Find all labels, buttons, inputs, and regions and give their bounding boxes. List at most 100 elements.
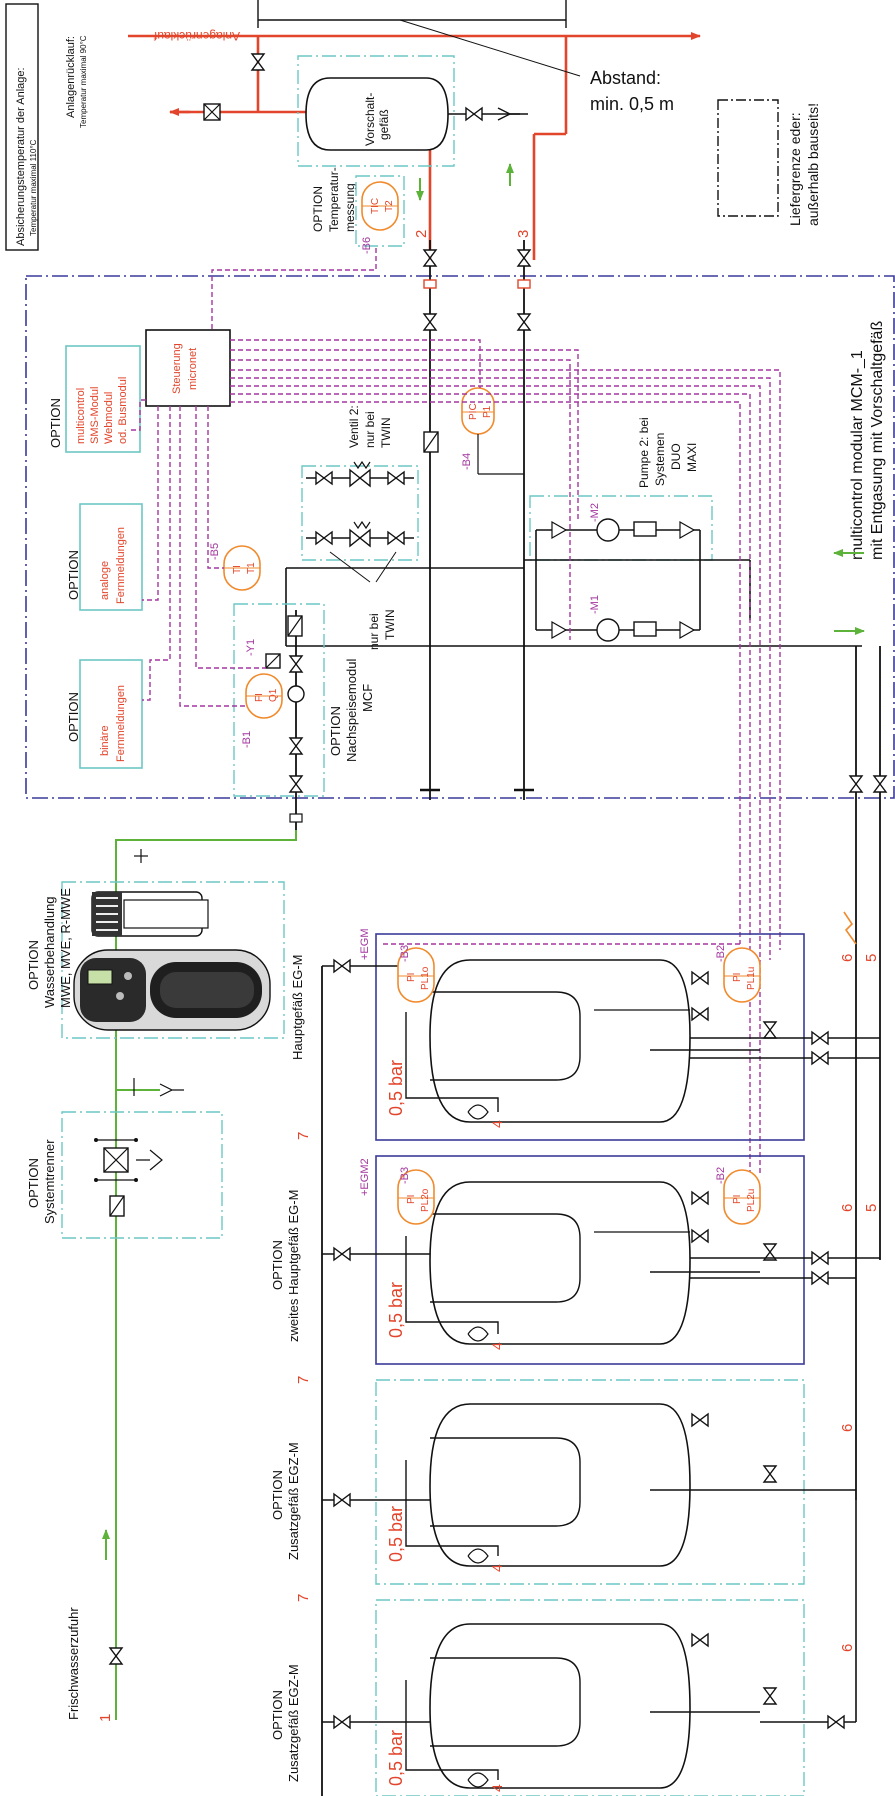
pumpe-line2: Systemen (653, 433, 667, 486)
mc-line2: SMS-Modul (89, 387, 101, 444)
vessel2-egm2-tag: +EGM2 (359, 1158, 371, 1196)
vessel4-line4: 4 (489, 1784, 505, 1792)
absicherung-title: Absicherungstemperatur der Anlage: (15, 67, 27, 246)
q1-tag: Q1 (268, 688, 279, 702)
vessel1-line7: 7 (295, 1132, 312, 1140)
separator-option-label: OPTION (26, 1158, 41, 1208)
vessel3-line7: 7 (295, 1594, 312, 1602)
binary-signals-option: OPTION binäre Fernmeldungen (66, 659, 143, 769)
vessel3-name: Zusatzgefäß EGZ-M (286, 1442, 301, 1560)
tic-tag: TIC (370, 198, 381, 214)
pre-vessel: Vorschalt- gefäß (297, 55, 528, 201)
pumpe-line1: Pumpe 2: bei (637, 417, 651, 488)
additional-vessel-2: 0,5 bar 4 6 OPTION Zusatzgefäß EGZ-M (270, 1500, 857, 1796)
twin-valve-b1-icon (315, 531, 333, 545)
b4-tag: -B4 (461, 453, 473, 470)
absicherung-sub: Temperatur maximal 110°C (29, 139, 38, 236)
vessel2-name: zweites Hauptgefäß EG-M (286, 1190, 301, 1342)
fresh-water-line: 1 Frischwasserzufuhr (66, 813, 303, 1722)
vessel2-pressure: 0,5 bar (386, 1282, 406, 1338)
mc-line1: multicontrol (75, 388, 87, 444)
additional-vessel-1: 0,5 bar 4 6 OPTION Zusatzgefäß EGZ-M 7 (270, 1379, 856, 1602)
analog-option-label: OPTION (66, 550, 81, 600)
steuerung-label: Steuerung (171, 343, 183, 394)
valve-line3-icon (517, 313, 531, 331)
vessel1-header-valve-b-icon (811, 1051, 829, 1065)
twin-note-line2: TWIN (383, 609, 397, 640)
overflow-valve-b-icon (349, 528, 371, 548)
mcm-module-boundary (25, 275, 895, 799)
pic-instrument: PIC P1 -B4 (461, 387, 524, 475)
pump-group: Pumpe 2: bei Systemen DUO MAXI -M2 -M1 (524, 417, 865, 642)
frischwasser-label: Frischwasserzufuhr (66, 1607, 81, 1720)
temp-option-line3: messung (343, 183, 357, 232)
vessel2-line5: 5 (863, 1204, 880, 1212)
liefergrenze-line1: Liefergrenze eder: (787, 112, 803, 226)
vessel2-line7: 7 (295, 1376, 312, 1384)
binary-line2: Fernmeldungen (115, 685, 127, 762)
controller: Steuerung micronet (145, 329, 231, 407)
anlagenruecklauf-title: Anlagenrücklauf: (65, 36, 77, 118)
vessel1-line4: 4 (489, 1120, 505, 1128)
makeup-option-label: OPTION (328, 706, 343, 756)
ti-tag: TI (232, 565, 243, 574)
vessel1-name: Hauptgefäß EG-M (290, 955, 305, 1061)
fresh-water-valve-icon (109, 1647, 123, 1665)
makeup-valve-icon (289, 737, 303, 755)
mcm-subtitle: mit Entgasung mit Vorschaltgefäß (869, 321, 886, 560)
vessel2-b2-tag: -B2 (715, 1167, 727, 1184)
analog-line1: analoge (99, 561, 111, 600)
liefergrenze-line2: außerhalb bauseits! (805, 103, 821, 226)
vessel1-b2-tag: -B2 (715, 945, 727, 962)
anlagenruecklauf-arrow-label: Anlagenrücklauf (153, 29, 240, 43)
outlet-funnel-icon (497, 107, 528, 121)
anlagenruecklauf-sub: Temperatur maximal 90°C (79, 35, 88, 128)
b5-tag: -B5 (209, 543, 221, 560)
valve-line2-top-icon (423, 249, 437, 267)
vessel1-b3-tag: -B3 (399, 945, 411, 962)
vessel4-name: Zusatzgefäß EGZ-M (286, 1664, 301, 1782)
scope-legend: Liefergrenze eder: außerhalb bauseits! (717, 99, 821, 226)
temp-option-label: OPTION (311, 186, 325, 232)
twin-note-line1: nur bei (367, 613, 381, 650)
pump-m1-icon (596, 618, 620, 642)
vessel4-bleed-valve-icon (763, 1687, 777, 1705)
vessel1-drain-valve-icon (691, 1007, 709, 1021)
return-pipe: Anlagenrücklauf (128, 29, 701, 260)
twin-valve-a2-icon (387, 471, 405, 485)
vessel1-pl1u-tag: PL1u (746, 967, 757, 990)
pipe-3-label: 3 (515, 230, 532, 238)
header-valve-b-icon (873, 775, 887, 793)
water-option-label: OPTION (26, 940, 41, 990)
mc-line4: od. Busmodul (117, 377, 129, 444)
twin-valve-group: Ventil 2: nur bei TWIN nur bei TWIN (301, 405, 419, 650)
water-treatment-option: OPTION Wasserbehandlung MWE, MVE, R-MWE (26, 881, 285, 1039)
ventil-line1: Ventil 2: (347, 405, 361, 448)
vessel4-line6: 6 (839, 1644, 856, 1652)
makeup-module: FI Q1 -Y1 -B1 OPTION Nachspeisemodul MCF (233, 603, 375, 830)
main-vessel-1: 0,5 bar 4 PI PL1o PI PL1u -B3 -B2 +EGM 6… (290, 929, 880, 1141)
vessel3-isolation-valve-icon (333, 1493, 351, 1507)
pumpe-line4: MAXI (685, 443, 699, 472)
ventil-line3: TWIN (379, 417, 393, 448)
pipe-1-label: 1 (97, 1714, 114, 1722)
m1-tag: -M1 (589, 595, 601, 614)
pumpe-line3: DUO (669, 443, 683, 470)
vessel2-line6: 6 (839, 1204, 856, 1212)
header-valve-a-icon (849, 775, 863, 793)
temperature-limits-box: Absicherungstemperatur der Anlage: Tempe… (5, 3, 88, 251)
valve-line2-icon (423, 313, 437, 331)
vessel1-egm-tag: +EGM (359, 929, 371, 960)
temp-option-line2: Temperatur- (327, 167, 341, 232)
vessel2-pl2o-tag: PL2o (420, 1188, 431, 1212)
pre-vessel-vent-valve-icon (465, 107, 483, 121)
vessel1-pi-o-tag: PI (406, 973, 417, 982)
makeup-solenoid-valve-icon (289, 655, 303, 673)
water-line1: Wasserbehandlung (42, 896, 57, 1008)
multicontrol-option: OPTION multicontrol SMS-Modul Webmodul o… (48, 345, 141, 453)
makeup-line1: Nachspeisemodul (344, 659, 359, 762)
twin-valve-b2-icon (387, 531, 405, 545)
b6-tag: -B6 (361, 237, 373, 254)
signal-wiring (130, 248, 781, 1186)
vessel4-vent-valve-icon (691, 1633, 709, 1647)
